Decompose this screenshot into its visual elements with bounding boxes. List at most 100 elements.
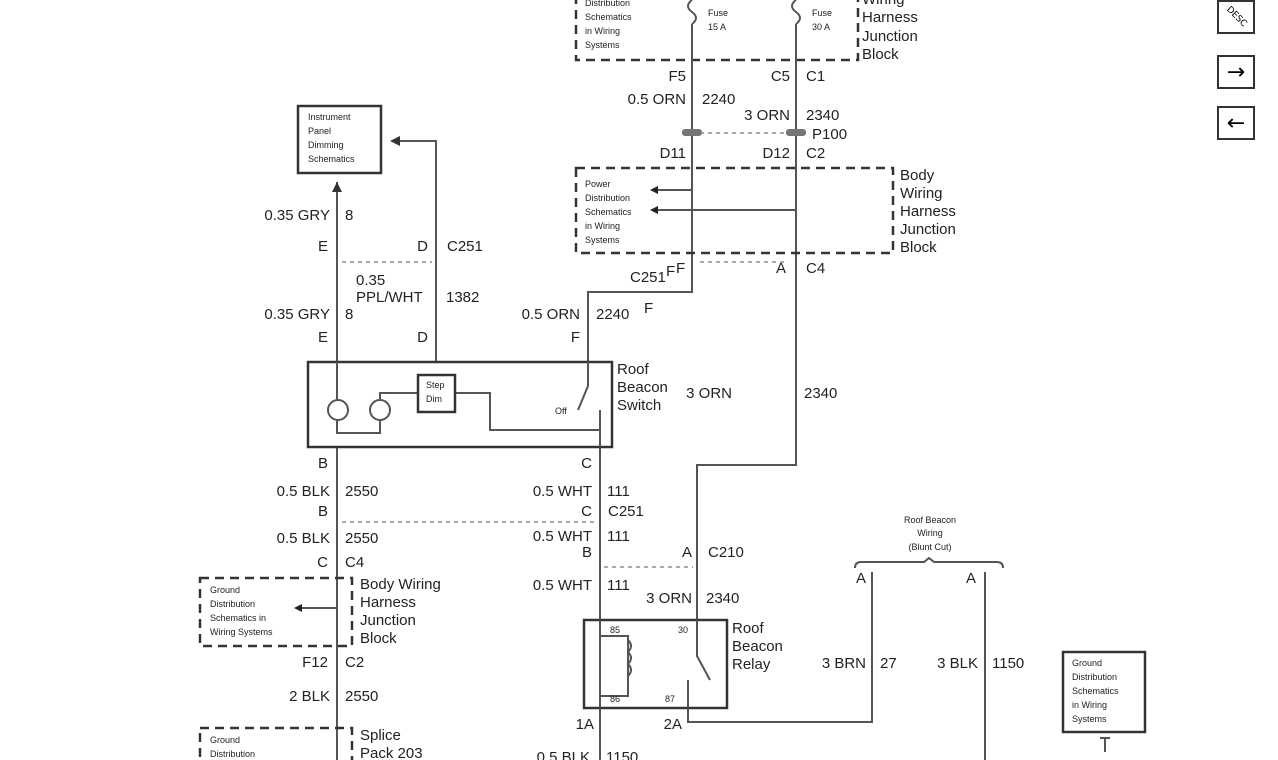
svg-text:F12: F12 — [302, 654, 328, 671]
svg-text:0.5 WHT: 0.5 WHT — [533, 577, 592, 594]
svg-text:2A: 2A — [664, 716, 682, 733]
svg-text:Switch: Switch — [617, 397, 661, 414]
roof-beacon-relay: 85 30 86 87 Roof Beacon Relay 1A 2A 0.5 … — [537, 618, 783, 760]
svg-text:2340: 2340 — [804, 385, 837, 402]
svg-text:2550: 2550 — [345, 530, 378, 547]
svg-text:(Blunt Cut): (Blunt Cut) — [908, 542, 951, 552]
splice-pack-203: Ground Distribution Splice Pack 203 — [198, 726, 423, 760]
svg-text:111: 111 — [607, 577, 630, 594]
svg-text:111: 111 — [607, 483, 630, 500]
description-button[interactable]: DESC — [1217, 0, 1255, 34]
svg-text:30: 30 — [678, 625, 688, 635]
svg-text:C4: C4 — [345, 554, 364, 571]
svg-text:15 A: 15 A — [708, 22, 726, 32]
svg-text:B: B — [318, 503, 328, 520]
svg-text:2340: 2340 — [806, 107, 839, 124]
svg-text:E: E — [318, 329, 328, 346]
svg-text:8: 8 — [345, 306, 353, 323]
svg-text:Systems: Systems — [585, 40, 620, 50]
svg-text:Block: Block — [862, 46, 899, 63]
svg-text:C210: C210 — [708, 544, 744, 561]
svg-text:30 A: 30 A — [812, 22, 830, 32]
svg-text:Dim: Dim — [426, 394, 442, 404]
svg-text:C251: C251 — [608, 503, 644, 520]
svg-text:Distribution: Distribution — [585, 193, 630, 203]
svg-text:Beacon: Beacon — [732, 638, 783, 655]
wire-1382 — [392, 140, 437, 362]
svg-text:111: 111 — [607, 528, 630, 545]
svg-text:C5: C5 — [771, 68, 790, 85]
roof-beacon-switch: Step Dim Off Roof Beacon Switch — [306, 360, 668, 449]
svg-text:E: E — [318, 238, 328, 255]
svg-text:1382: 1382 — [446, 289, 479, 306]
ground-distribution-box-right: Ground Distribution Schematics in Wiring… — [1061, 650, 1147, 752]
svg-text:Distribution: Distribution — [1072, 672, 1117, 682]
previous-page-button[interactable]: ← — [1217, 106, 1255, 140]
wire-27 — [687, 572, 873, 723]
description-icon: DESC — [1223, 4, 1249, 30]
svg-text:Systems: Systems — [1072, 714, 1107, 724]
svg-text:0.35: 0.35 — [356, 272, 385, 289]
svg-text:1A: 1A — [576, 716, 594, 733]
instrument-panel-dimming-box: Instrument Panel Dimming Schematics — [296, 104, 383, 175]
svg-text:Junction: Junction — [360, 612, 416, 629]
svg-text:Harness: Harness — [360, 594, 416, 611]
svg-text:F: F — [666, 263, 675, 280]
arrow-right-icon: → — [1226, 59, 1246, 85]
svg-text:P100: P100 — [812, 126, 847, 143]
svg-text:Pack 203: Pack 203 — [360, 745, 423, 760]
svg-text:Wiring: Wiring — [900, 185, 943, 202]
wire-2240 — [587, 24, 693, 362]
svg-text:Schematics in: Schematics in — [210, 613, 266, 623]
svg-text:3 ORN: 3 ORN — [744, 107, 790, 124]
svg-text:B: B — [582, 544, 592, 561]
svg-text:Distribution: Distribution — [210, 749, 255, 759]
fuse-block: Distribution Schematics in Wiring System… — [574, 0, 918, 63]
next-page-button[interactable]: → — [1217, 55, 1255, 89]
svg-text:C251: C251 — [447, 238, 483, 255]
svg-text:Schematics: Schematics — [1072, 686, 1119, 696]
svg-text:0.5 WHT: 0.5 WHT — [533, 483, 592, 500]
svg-text:A: A — [856, 570, 866, 587]
svg-text:Wiring: Wiring — [862, 0, 905, 8]
svg-text:2 BLK: 2 BLK — [289, 688, 330, 705]
svg-text:Schematics: Schematics — [308, 154, 355, 164]
svg-text:Body Wiring: Body Wiring — [360, 576, 441, 593]
svg-text:D12: D12 — [762, 145, 790, 162]
svg-text:Block: Block — [360, 630, 397, 647]
svg-text:in Wiring: in Wiring — [585, 221, 620, 231]
svg-text:C1: C1 — [806, 68, 825, 85]
svg-text:Body: Body — [900, 167, 935, 184]
svg-text:Ground: Ground — [210, 735, 240, 745]
svg-text:Systems: Systems — [585, 235, 620, 245]
svg-text:D11: D11 — [660, 145, 686, 162]
svg-text:1150: 1150 — [606, 749, 638, 760]
svg-text:Block: Block — [900, 239, 937, 256]
svg-text:Wiring Systems: Wiring Systems — [210, 627, 273, 637]
svg-text:Fuse: Fuse — [812, 8, 832, 18]
left-upper-labels: 0.35 GRY 8 E D C251 0.35 PPL/WHT 1382 0.… — [264, 207, 580, 346]
svg-text:B: B — [318, 455, 328, 472]
ground-distribution-block: Ground Distribution Schematics in Wiring… — [198, 576, 441, 705]
svg-text:2550: 2550 — [345, 688, 378, 705]
svg-text:C: C — [317, 554, 328, 571]
svg-text:2240: 2240 — [596, 306, 629, 323]
svg-text:Harness: Harness — [900, 203, 956, 220]
svg-text:F: F — [676, 260, 685, 277]
svg-text:3 BLK: 3 BLK — [937, 655, 978, 672]
arrow-left-icon: ← — [1226, 110, 1246, 136]
svg-text:in Wiring: in Wiring — [585, 26, 620, 36]
svg-text:D: D — [417, 238, 428, 255]
svg-text:0.35 GRY: 0.35 GRY — [264, 207, 330, 224]
top-wire-labels: F5 C5 C1 0.5 ORN 2240 3 ORN 2340 P100 D1… — [628, 68, 847, 162]
svg-text:A: A — [966, 570, 976, 587]
arrow-icon — [332, 136, 400, 192]
svg-text:Power: Power — [585, 179, 611, 189]
svg-text:0.5 WHT: 0.5 WHT — [533, 528, 592, 545]
svg-text:Beacon: Beacon — [617, 379, 668, 396]
svg-text:Schematics: Schematics — [585, 12, 632, 22]
svg-text:Instrument: Instrument — [308, 112, 351, 122]
svg-text:Junction: Junction — [862, 28, 918, 45]
svg-text:Wiring: Wiring — [917, 528, 943, 538]
